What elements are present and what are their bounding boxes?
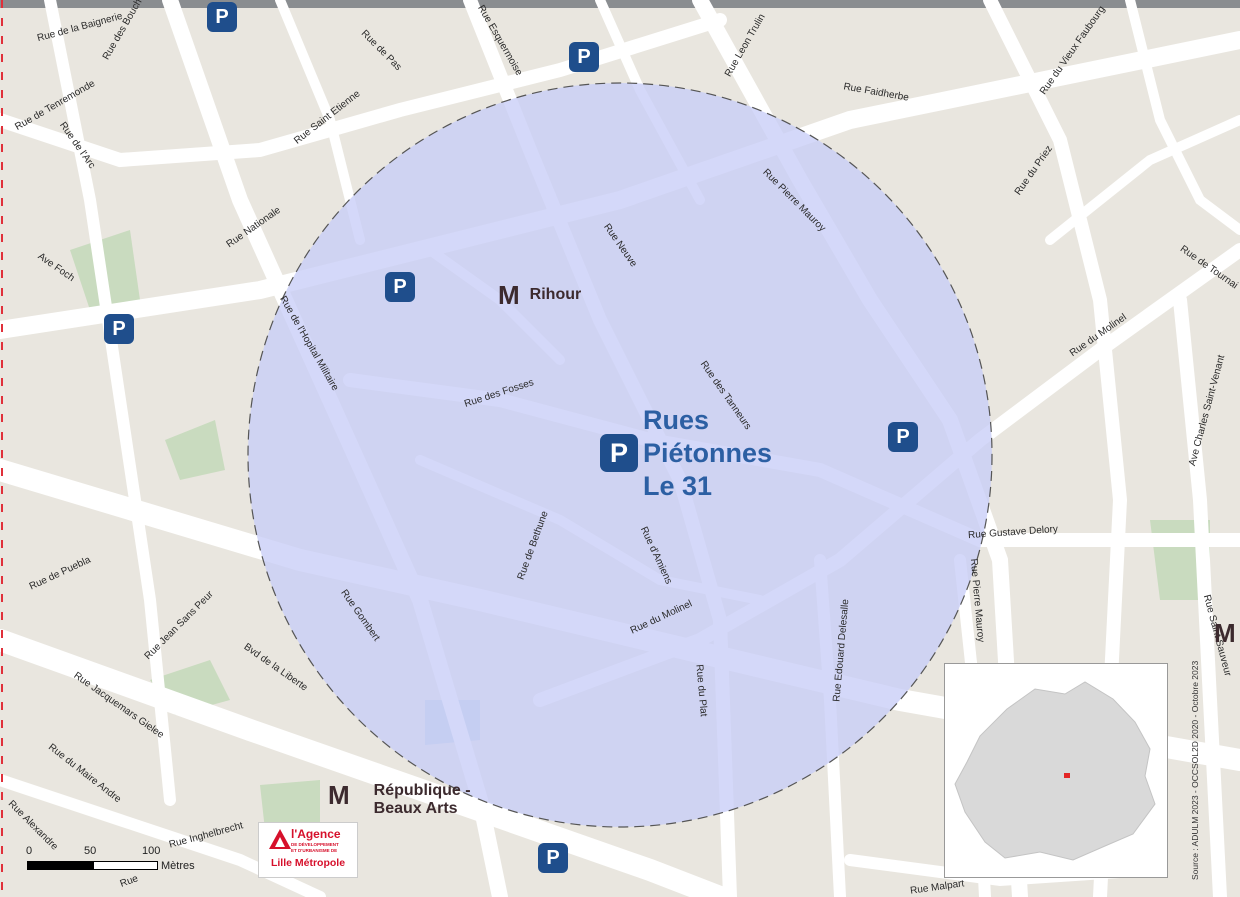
scale-tick-label: 100: [142, 845, 161, 857]
agency-logo: l'Agence DE DÉVELOPPEMENT ET D'URBANISME…: [258, 822, 358, 878]
scale-segment: [93, 861, 158, 870]
metropole-outline: [954, 681, 1156, 861]
zone-label-line: Le 31: [643, 471, 713, 501]
logo-title: l'Agence: [291, 827, 341, 841]
metro-icon: M: [498, 280, 520, 310]
parking-icon[interactable]: P: [104, 314, 134, 344]
logo-subtitle: DE DÉVELOPPEMENT: [291, 842, 339, 847]
metro-station-label: Rihour: [529, 286, 582, 303]
source-credit: Source : ADULM 2023 - OCCSOL2D 2020 - Oc…: [1190, 660, 1200, 880]
parking-icon[interactable]: P: [207, 2, 237, 32]
scale-unit-label: Mètres: [161, 860, 195, 872]
metro-icon: M: [328, 780, 350, 810]
metro-station-republique[interactable]: M République - Beaux Arts: [328, 782, 504, 818]
parking-icon[interactable]: P: [538, 843, 568, 873]
scale-tick-label: 50: [84, 845, 97, 857]
agency-logo-icon: [269, 829, 291, 849]
logo-subtitle: ET D'URBANISME DE: [291, 848, 338, 853]
overview-map-inset: [944, 663, 1168, 878]
zone-label-line: Rues: [643, 405, 710, 435]
metro-icon: M: [1214, 618, 1236, 648]
metro-station-rihour[interactable]: M Rihour: [498, 282, 581, 308]
metro-icon-partial: M: [1214, 620, 1236, 646]
parking-icon[interactable]: P: [600, 434, 638, 472]
scale-segment: [27, 861, 94, 870]
location-marker: [1064, 773, 1070, 778]
parking-icon[interactable]: P: [569, 42, 599, 72]
scale-bar: 0 50 100 Mètres: [22, 845, 232, 885]
scale-tick-label: 0: [26, 845, 33, 857]
metro-station-label: République - Beaux Arts: [373, 782, 471, 817]
logo-city: Lille Métropole: [270, 857, 346, 869]
parking-icon[interactable]: P: [385, 272, 415, 302]
pedestrian-zone-label: Rues Piétonnes Le 31: [643, 404, 772, 503]
zone-label-line: Piétonnes: [643, 438, 773, 468]
parking-icon[interactable]: P: [888, 422, 918, 452]
